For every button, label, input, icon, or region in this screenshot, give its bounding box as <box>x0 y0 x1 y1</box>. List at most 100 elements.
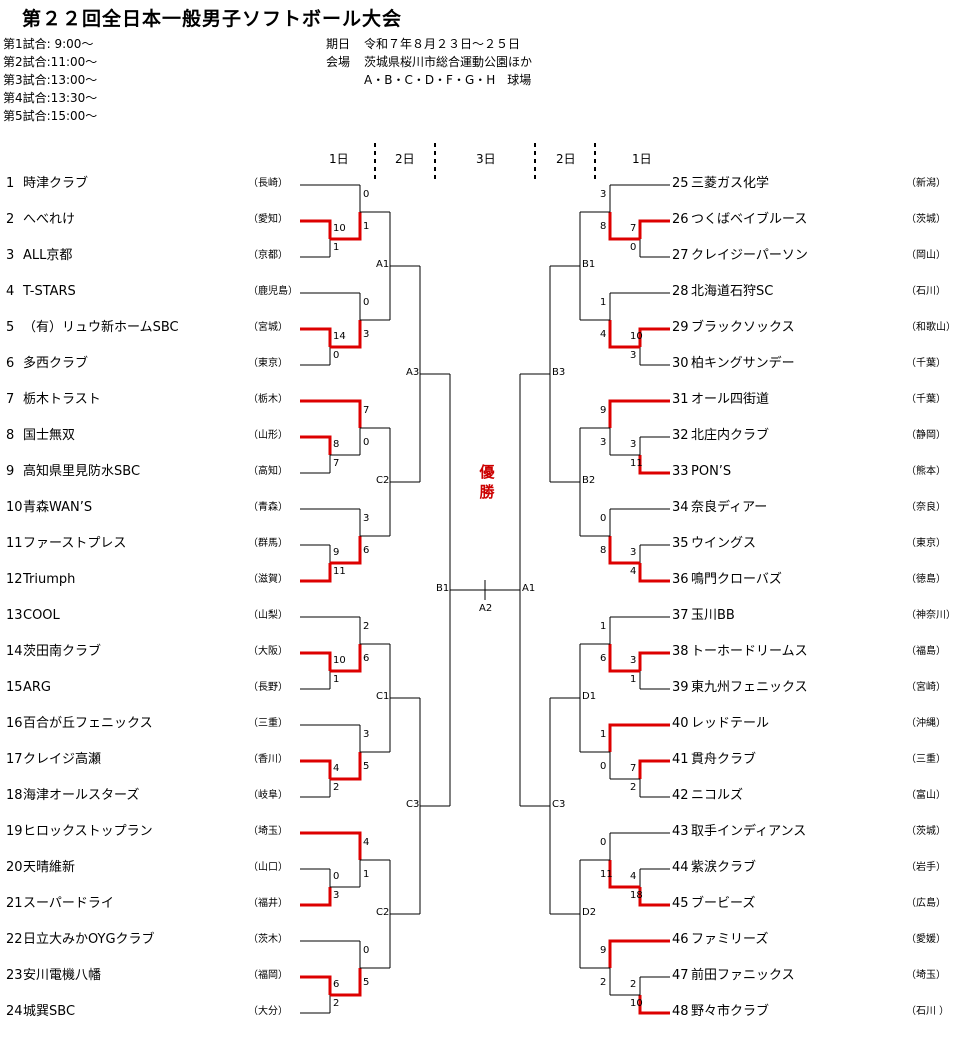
score: 3 <box>363 329 370 340</box>
team-prefecture: （茨木） <box>248 934 288 945</box>
score: 14 <box>333 331 346 342</box>
team-name: スーパードライ <box>23 896 114 911</box>
venue-label: 会場 <box>326 55 351 69</box>
winner-path <box>300 435 332 455</box>
winner-path <box>638 887 670 907</box>
score: 3 <box>333 890 340 901</box>
score: 1 <box>600 729 607 740</box>
team-prefecture: （福岡） <box>248 970 288 981</box>
score: 0 <box>333 871 340 882</box>
team-number: 21 <box>6 896 23 911</box>
score: 7 <box>363 405 370 416</box>
team-name: 取手インディアンス <box>691 824 807 839</box>
team-prefecture: （長野） <box>248 682 288 693</box>
team-number: 7 <box>6 392 15 407</box>
team-number: 41 <box>672 752 689 767</box>
team-number: 6 <box>6 356 15 371</box>
team-number: 10 <box>6 500 23 515</box>
day-label: 2日 <box>556 152 576 166</box>
winner-path <box>300 975 332 995</box>
team-prefecture: （千葉） <box>906 358 946 369</box>
score: 10 <box>333 655 346 666</box>
team-number: 17 <box>6 752 23 767</box>
team-number: 39 <box>672 680 689 695</box>
score: 2 <box>600 977 607 988</box>
winner-path <box>638 327 670 347</box>
score: 6 <box>363 545 370 556</box>
winner-path <box>608 860 640 889</box>
team-name: レッドテール <box>691 716 770 731</box>
team-number: 29 <box>672 320 689 335</box>
team-prefecture: （三重） <box>248 718 288 729</box>
team-prefecture: （青森） <box>248 502 288 513</box>
score: 3 <box>600 189 607 200</box>
team-prefecture: （埼玉） <box>906 970 946 981</box>
team-name: 茨田南クラブ <box>23 644 102 659</box>
team-prefecture: （三重） <box>906 754 946 765</box>
team-number: 36 <box>672 572 689 587</box>
winner-path <box>330 968 362 997</box>
winner-path <box>608 399 670 428</box>
score: 9 <box>600 405 607 416</box>
team-name: ブラックソックス <box>691 320 795 335</box>
team-name: Triumph <box>23 572 76 587</box>
team-number: 45 <box>672 896 689 911</box>
score: 2 <box>333 998 340 1009</box>
team-name: ウイングス <box>691 536 757 551</box>
winner-path <box>608 939 670 968</box>
team-prefecture: （滋賀） <box>248 574 288 585</box>
team-prefecture: （宮城） <box>248 322 288 333</box>
team-name: へべれけ <box>23 212 76 227</box>
team-number: 44 <box>672 860 689 875</box>
score: 0 <box>600 513 607 524</box>
team-name: 栃木トラスト <box>23 392 101 407</box>
round-label: D1 <box>582 691 597 702</box>
team-number: 42 <box>672 788 689 803</box>
team-number: 4 <box>6 284 15 299</box>
winner-path <box>330 752 362 781</box>
team-name: クレイジーパーソン <box>691 248 808 263</box>
team-prefecture: （石川） <box>906 286 946 297</box>
score: 4 <box>333 763 340 774</box>
team-name: 柏キングサンデー <box>691 356 795 371</box>
team-prefecture: （香川） <box>248 754 288 765</box>
team-prefecture: （富山） <box>906 790 946 801</box>
winner-path <box>638 759 670 779</box>
team-name: クレイジ高瀬 <box>23 752 102 767</box>
score: 7 <box>630 763 637 774</box>
round-label: C2 <box>376 475 390 486</box>
score: 2 <box>333 782 340 793</box>
winner-path <box>638 219 670 239</box>
team-name: COOL <box>23 608 60 623</box>
team-number: 20 <box>6 860 23 875</box>
team-name: 北庄内クラブ <box>691 428 770 443</box>
team-name: 鳴門クローバズ <box>691 572 782 587</box>
team-name: 奈良ディアー <box>691 500 768 515</box>
team-name: ファミリーズ <box>691 932 769 947</box>
score: 4 <box>600 329 607 340</box>
team-number: 35 <box>672 536 689 551</box>
team-prefecture: （長崎） <box>248 178 288 189</box>
team-number: 26 <box>672 212 689 227</box>
winner-path <box>300 563 332 583</box>
score: 2 <box>363 621 370 632</box>
score: 4 <box>630 871 637 882</box>
winner-path <box>608 723 670 752</box>
team-number: 47 <box>672 968 689 983</box>
team-number: 27 <box>672 248 689 263</box>
team-number: 40 <box>672 716 689 731</box>
team-prefecture: （神奈川） <box>906 610 956 621</box>
team-name: 東九州フェニックス <box>691 680 808 695</box>
team-prefecture: （茨城） <box>906 826 946 837</box>
score: 11 <box>630 458 643 469</box>
venue-value: 茨城県桜川市総合運動公園ほか <box>364 55 533 69</box>
score: 1 <box>333 242 340 253</box>
team-name: 紫涙クラブ <box>691 860 757 875</box>
team-prefecture: （愛媛） <box>906 934 946 945</box>
team-prefecture: （徳島） <box>906 574 946 585</box>
team-prefecture: （沖縄） <box>906 718 946 729</box>
winner-path <box>638 455 670 475</box>
score: 3 <box>630 350 637 361</box>
team-prefecture: （静岡） <box>906 430 946 441</box>
